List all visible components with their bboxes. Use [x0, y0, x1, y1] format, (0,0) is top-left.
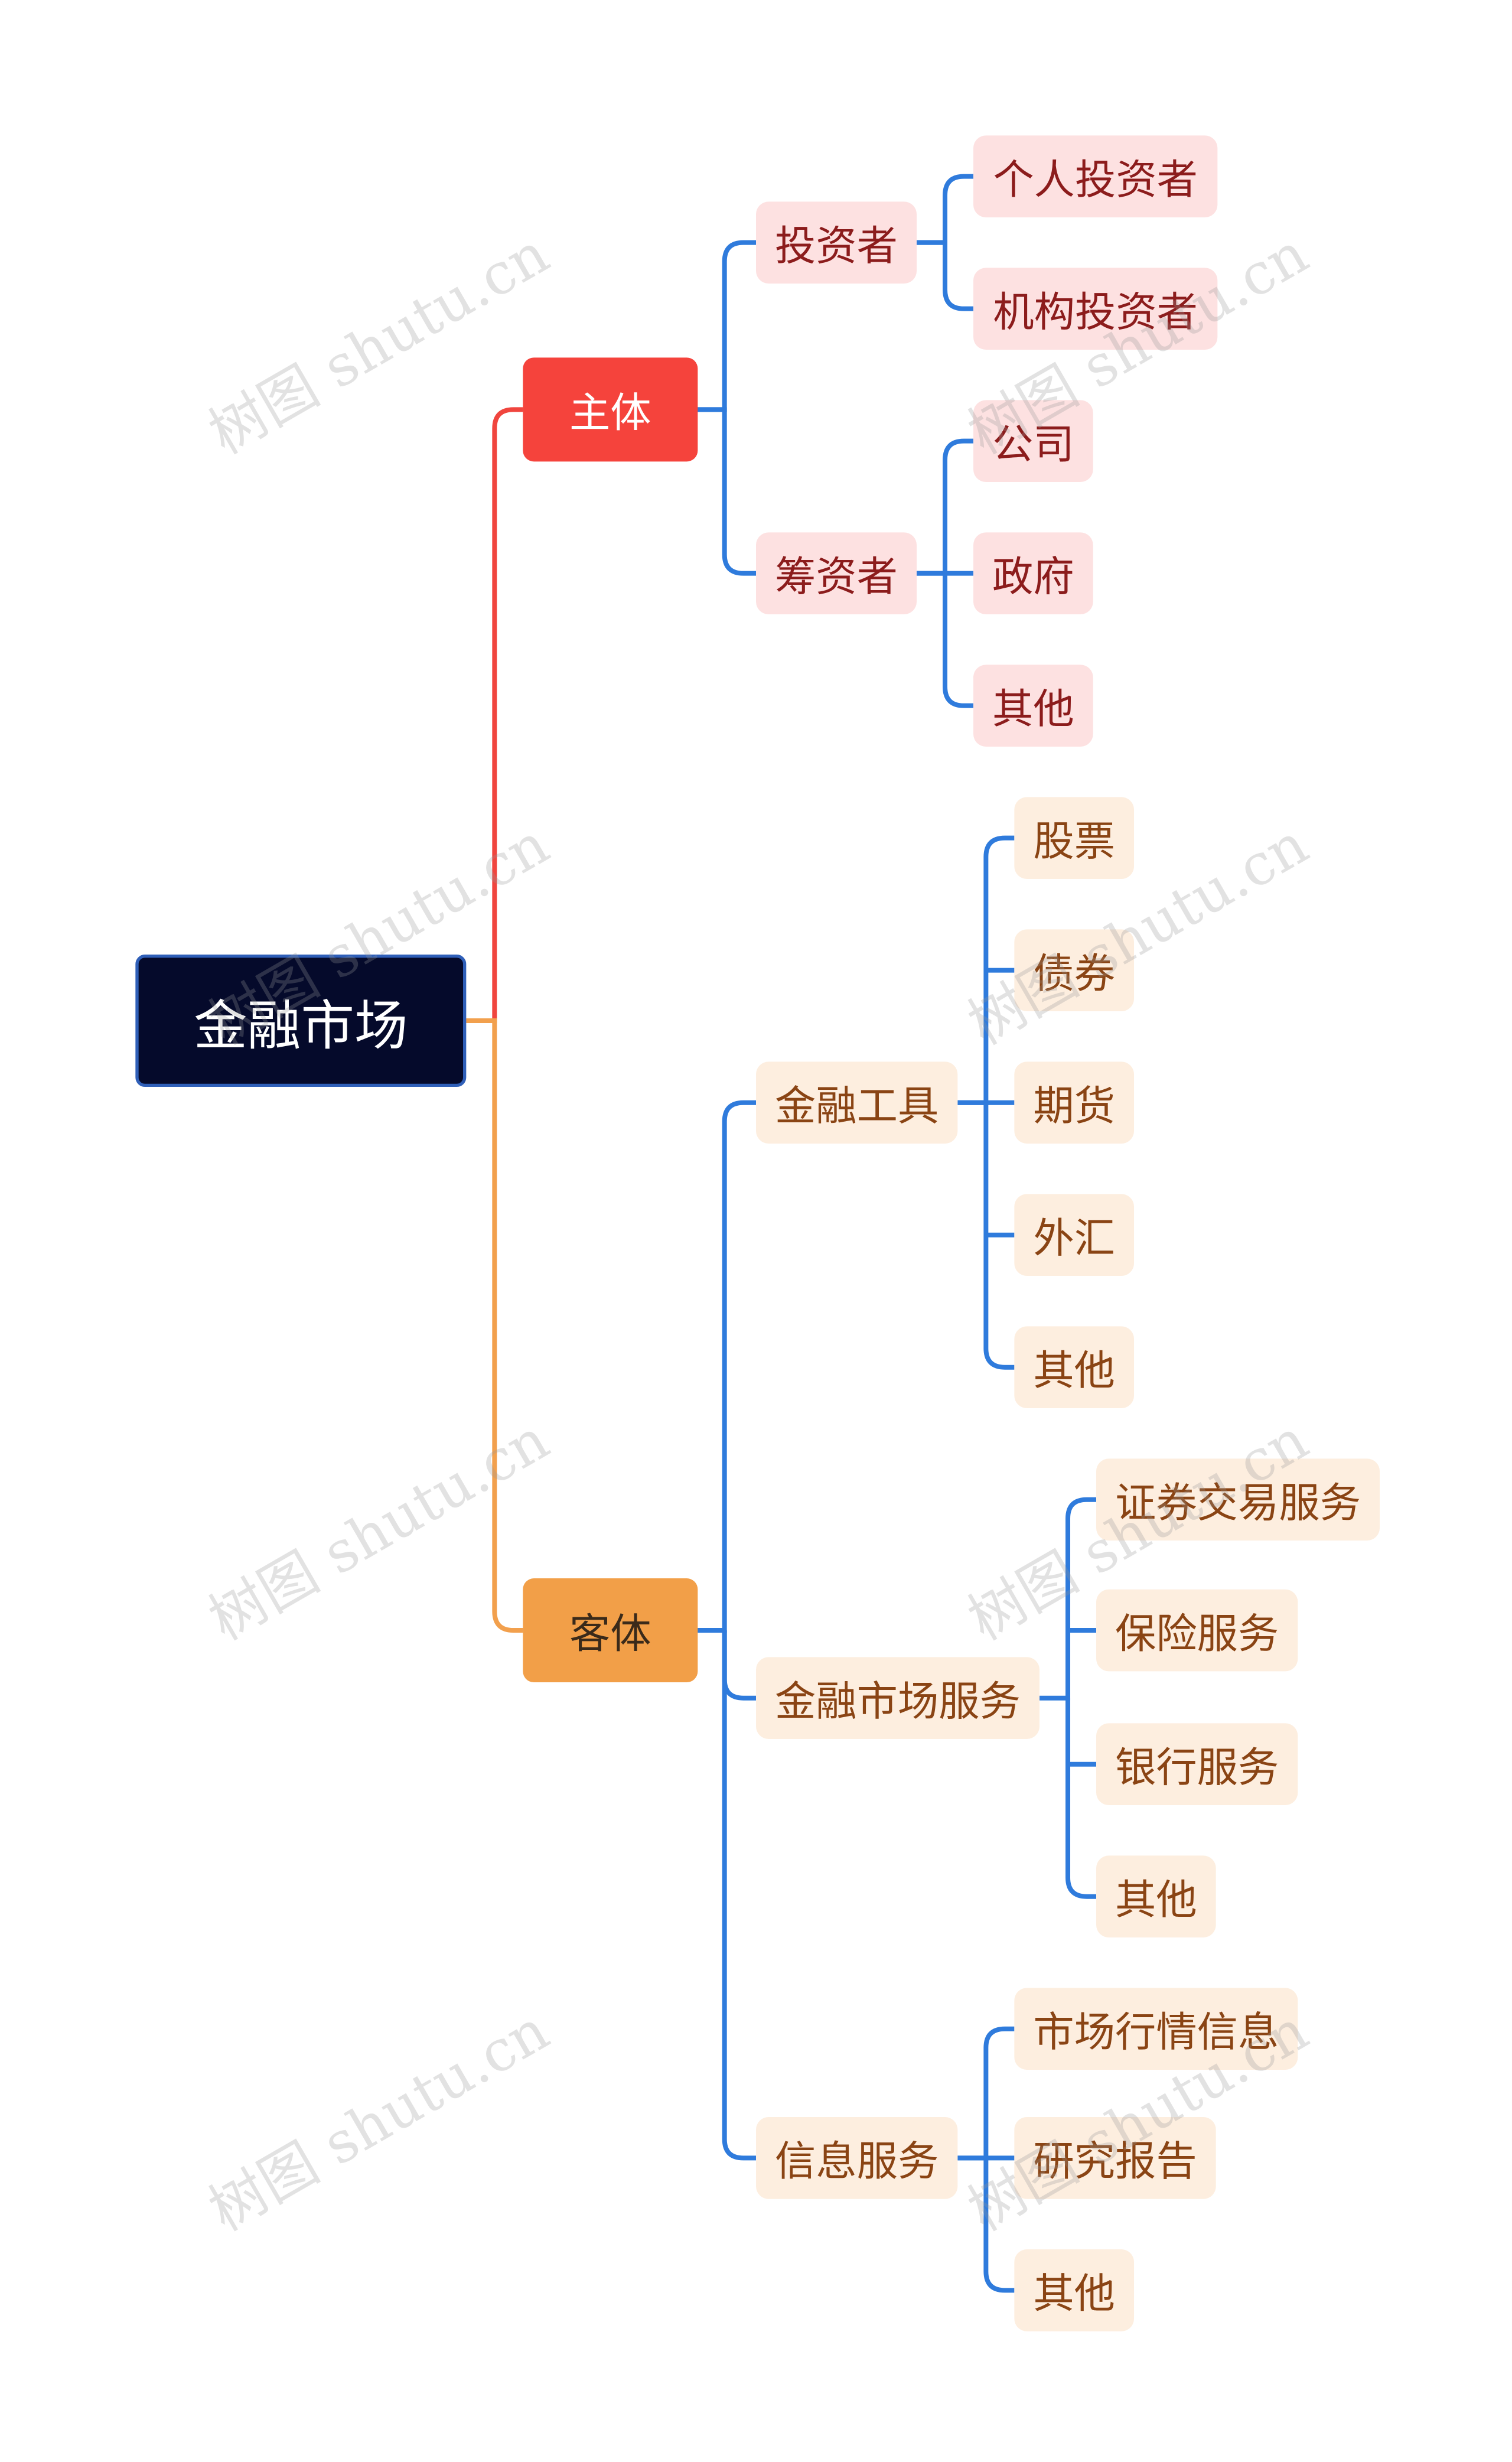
leaf-info-other[interactable]: 其他: [1014, 2249, 1135, 2331]
leaf-forex[interactable]: 外汇: [1014, 1194, 1135, 1276]
leaf-instruments-other[interactable]: 其他: [1014, 1326, 1135, 1409]
leaf-individual-investor[interactable]: 个人投资者: [973, 135, 1218, 218]
node-investor[interactable]: 投资者: [756, 201, 917, 284]
branch-object[interactable]: 客体: [523, 1578, 698, 1683]
root-node[interactable]: 金融市场: [135, 955, 467, 1087]
leaf-insurance[interactable]: 保险服务: [1096, 1589, 1298, 1672]
node-instruments[interactable]: 金融工具: [756, 1061, 958, 1144]
node-info-services[interactable]: 信息服务: [756, 2117, 958, 2199]
leaf-services-other[interactable]: 其他: [1096, 1855, 1216, 1938]
leaf-research-report[interactable]: 研究报告: [1014, 2117, 1216, 2199]
leaf-market-quotes[interactable]: 市场行情信息: [1014, 1988, 1298, 2070]
node-fundraiser[interactable]: 筹资者: [756, 532, 917, 615]
leaf-bonds[interactable]: 债券: [1014, 929, 1135, 1012]
branch-subject[interactable]: 主体: [523, 357, 698, 462]
leaf-banking[interactable]: 银行服务: [1096, 1723, 1298, 1806]
leaf-fundraiser-other[interactable]: 其他: [973, 665, 1093, 747]
leaf-government[interactable]: 政府: [973, 532, 1093, 615]
leaf-futures[interactable]: 期货: [1014, 1061, 1135, 1144]
leaf-stocks[interactable]: 股票: [1014, 797, 1135, 880]
leaf-securities-trading[interactable]: 证券交易服务: [1096, 1458, 1380, 1541]
leaf-company[interactable]: 公司: [973, 400, 1093, 483]
leaf-institutional-investor[interactable]: 机构投资者: [973, 268, 1218, 350]
node-market-services[interactable]: 金融市场服务: [756, 1657, 1040, 1740]
